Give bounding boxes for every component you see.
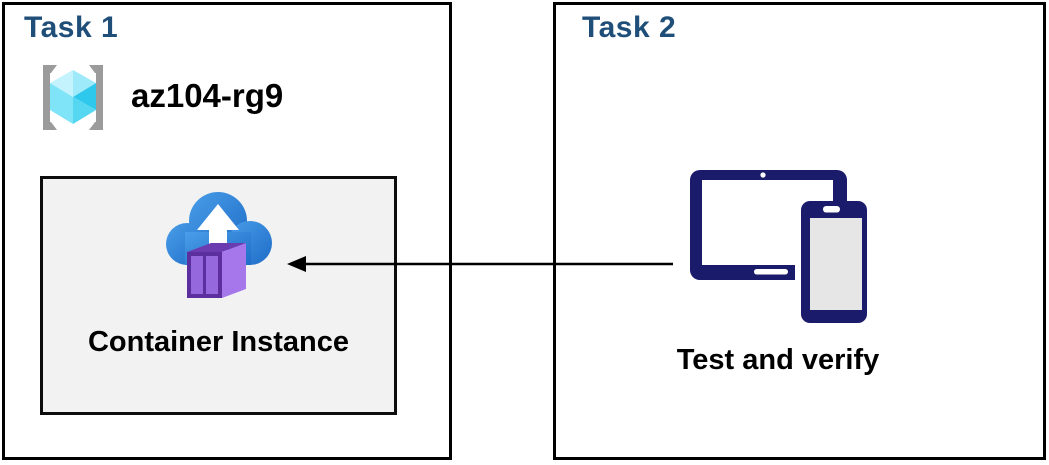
resource-group-icon (43, 65, 103, 130)
devices-icon (690, 170, 867, 323)
tablet-camera-icon (760, 172, 766, 178)
container-instance-label: Container Instance (87, 326, 350, 358)
task1-title: Task 1 (24, 11, 119, 44)
connector-arrow (287, 256, 673, 272)
phone-speaker-icon (823, 206, 840, 213)
cube-icon (50, 70, 96, 124)
test-and-verify-label: Test and verify (676, 344, 880, 376)
resource-group-name: az104-rg9 (131, 77, 284, 114)
phone-icon (801, 201, 867, 323)
task2-title: Task 2 (582, 11, 677, 44)
tablet-home-button-icon (754, 269, 788, 275)
container-instances-icon (166, 192, 272, 298)
container-box-icon (187, 243, 246, 298)
arrowhead-icon (287, 256, 306, 272)
